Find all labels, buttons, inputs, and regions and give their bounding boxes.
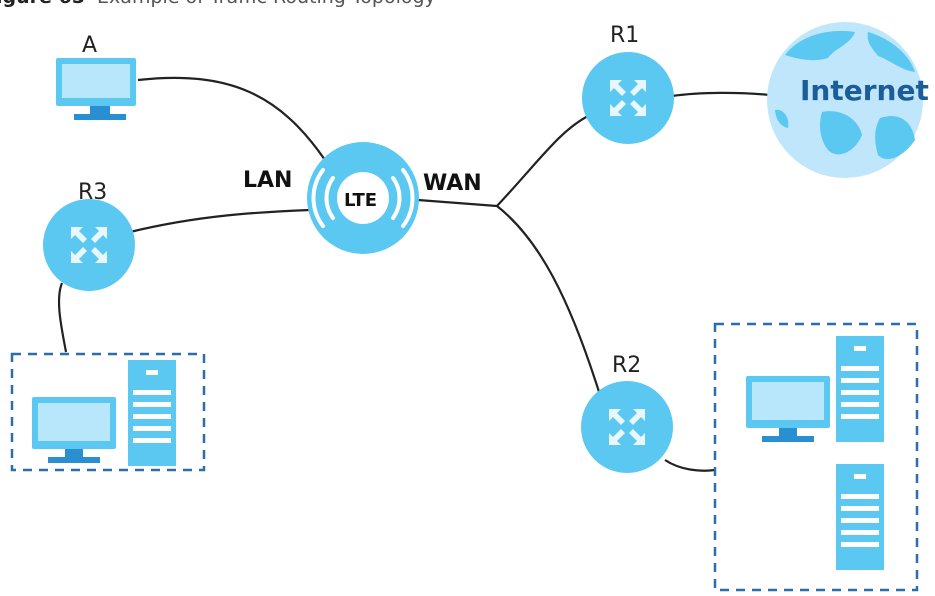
computer-icon-wan [746, 376, 830, 442]
label-r2: R2 [612, 353, 641, 378]
link-r3-lan-group [57, 282, 68, 353]
link-lte-wan [417, 198, 498, 208]
link-wan-r1 [496, 114, 591, 207]
lan-group-box [10, 352, 206, 472]
computer-icon-a [56, 58, 136, 120]
connections [57, 76, 771, 472]
router-r2 [581, 381, 673, 473]
link-wan-r2 [496, 205, 602, 396]
router-r3 [43, 199, 135, 291]
figure-number: igure 65 [0, 0, 85, 8]
server-group-box [713, 322, 919, 592]
server-icon-wan-1 [836, 336, 884, 442]
label-lte: LTE [344, 190, 377, 211]
figure-title: Example of Traffic Routing Topology [97, 0, 436, 8]
label-r3: R3 [78, 180, 107, 205]
server-icon-lan [128, 360, 176, 466]
label-wan: WAN [423, 171, 482, 196]
server-icon-wan-2 [836, 464, 884, 570]
label-a: A [82, 33, 97, 58]
link-r2-server-group [664, 459, 716, 472]
router-r1 [582, 52, 674, 144]
label-r1: R1 [610, 23, 639, 48]
link-r1-internet [671, 91, 771, 98]
internet-globe-icon [767, 22, 923, 178]
figure-caption: igure 65 Example of Traffic Routing Topo… [0, 0, 436, 8]
link-r3-lte [129, 208, 311, 234]
label-lan: LAN [243, 168, 292, 193]
lte-device-icon [307, 142, 419, 254]
link-a-lte [137, 76, 326, 161]
label-internet: Internet [800, 74, 929, 107]
computer-icon-lan [32, 397, 116, 463]
